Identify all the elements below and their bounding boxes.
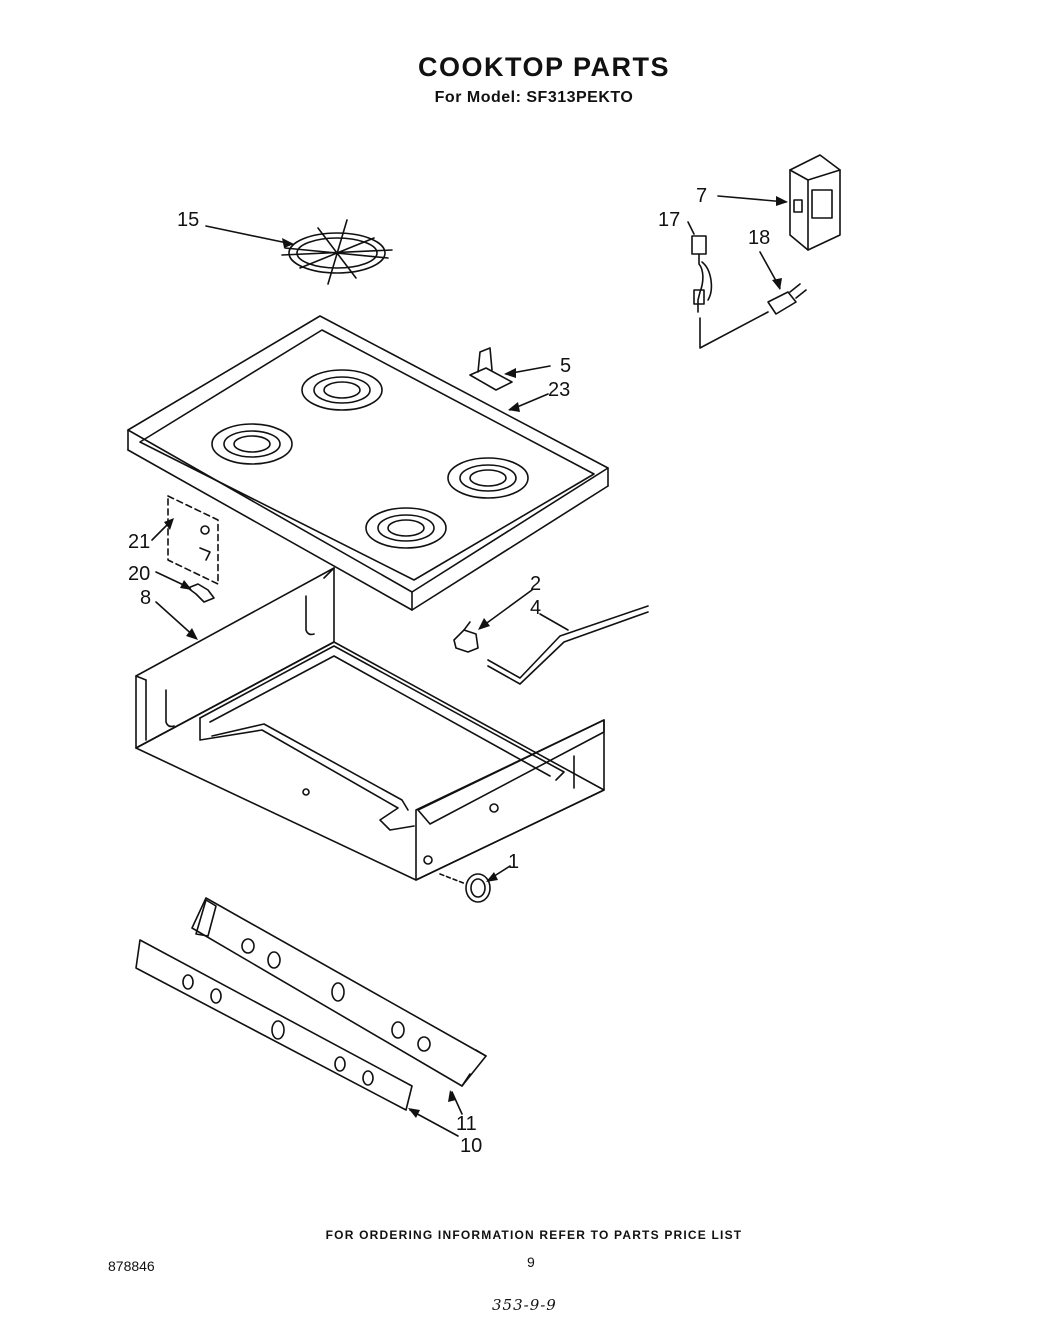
callout-8: 8 bbox=[140, 587, 151, 609]
callout-17: 17 bbox=[658, 209, 680, 231]
callout-15: 15 bbox=[177, 209, 199, 231]
page-title: COOKTOP PARTS bbox=[417, 52, 671, 82]
callout-1: 1 bbox=[508, 851, 519, 873]
leader-lines bbox=[151, 195, 787, 1137]
cooktop-panel-part bbox=[127, 315, 609, 611]
burner-box-part bbox=[135, 567, 605, 881]
callout-10: 10 bbox=[460, 1135, 482, 1157]
callout-11: 11 bbox=[456, 1113, 477, 1135]
trim-strip-part bbox=[135, 939, 413, 1111]
callout-18: 18 bbox=[748, 227, 770, 249]
power-cord-part bbox=[699, 283, 807, 349]
callout-4: 4 bbox=[530, 597, 541, 619]
spring-clip-part bbox=[453, 621, 479, 653]
cooktop-bracket-part bbox=[469, 347, 513, 391]
support-rod-part bbox=[487, 605, 649, 685]
callout-7: 7 bbox=[696, 185, 707, 207]
arrow-heads bbox=[164, 196, 788, 1118]
callout-2: 2 bbox=[530, 573, 541, 595]
callout-21: 21 bbox=[128, 531, 150, 553]
ordering-info-note: FOR ORDERING INFORMATION REFER TO PARTS … bbox=[325, 1228, 743, 1242]
burner-grate-part bbox=[281, 219, 393, 285]
document-number: 878846 bbox=[108, 1258, 155, 1274]
terminal-block-part bbox=[789, 154, 841, 251]
callout-5: 5 bbox=[560, 355, 571, 377]
model-subtitle: For Model: SF313PEKTO bbox=[434, 89, 634, 106]
valve-clip-part bbox=[187, 583, 215, 603]
page-number: 9 bbox=[527, 1254, 535, 1270]
valve-plate-part bbox=[167, 495, 219, 585]
burner-orifice-part bbox=[439, 873, 491, 903]
wire-connector-part bbox=[691, 235, 713, 313]
handwritten-note: 353-9-9 bbox=[492, 1296, 557, 1314]
callout-23: 23 bbox=[548, 379, 570, 401]
control-panel-part bbox=[191, 897, 487, 1087]
callout-20: 20 bbox=[128, 563, 150, 585]
